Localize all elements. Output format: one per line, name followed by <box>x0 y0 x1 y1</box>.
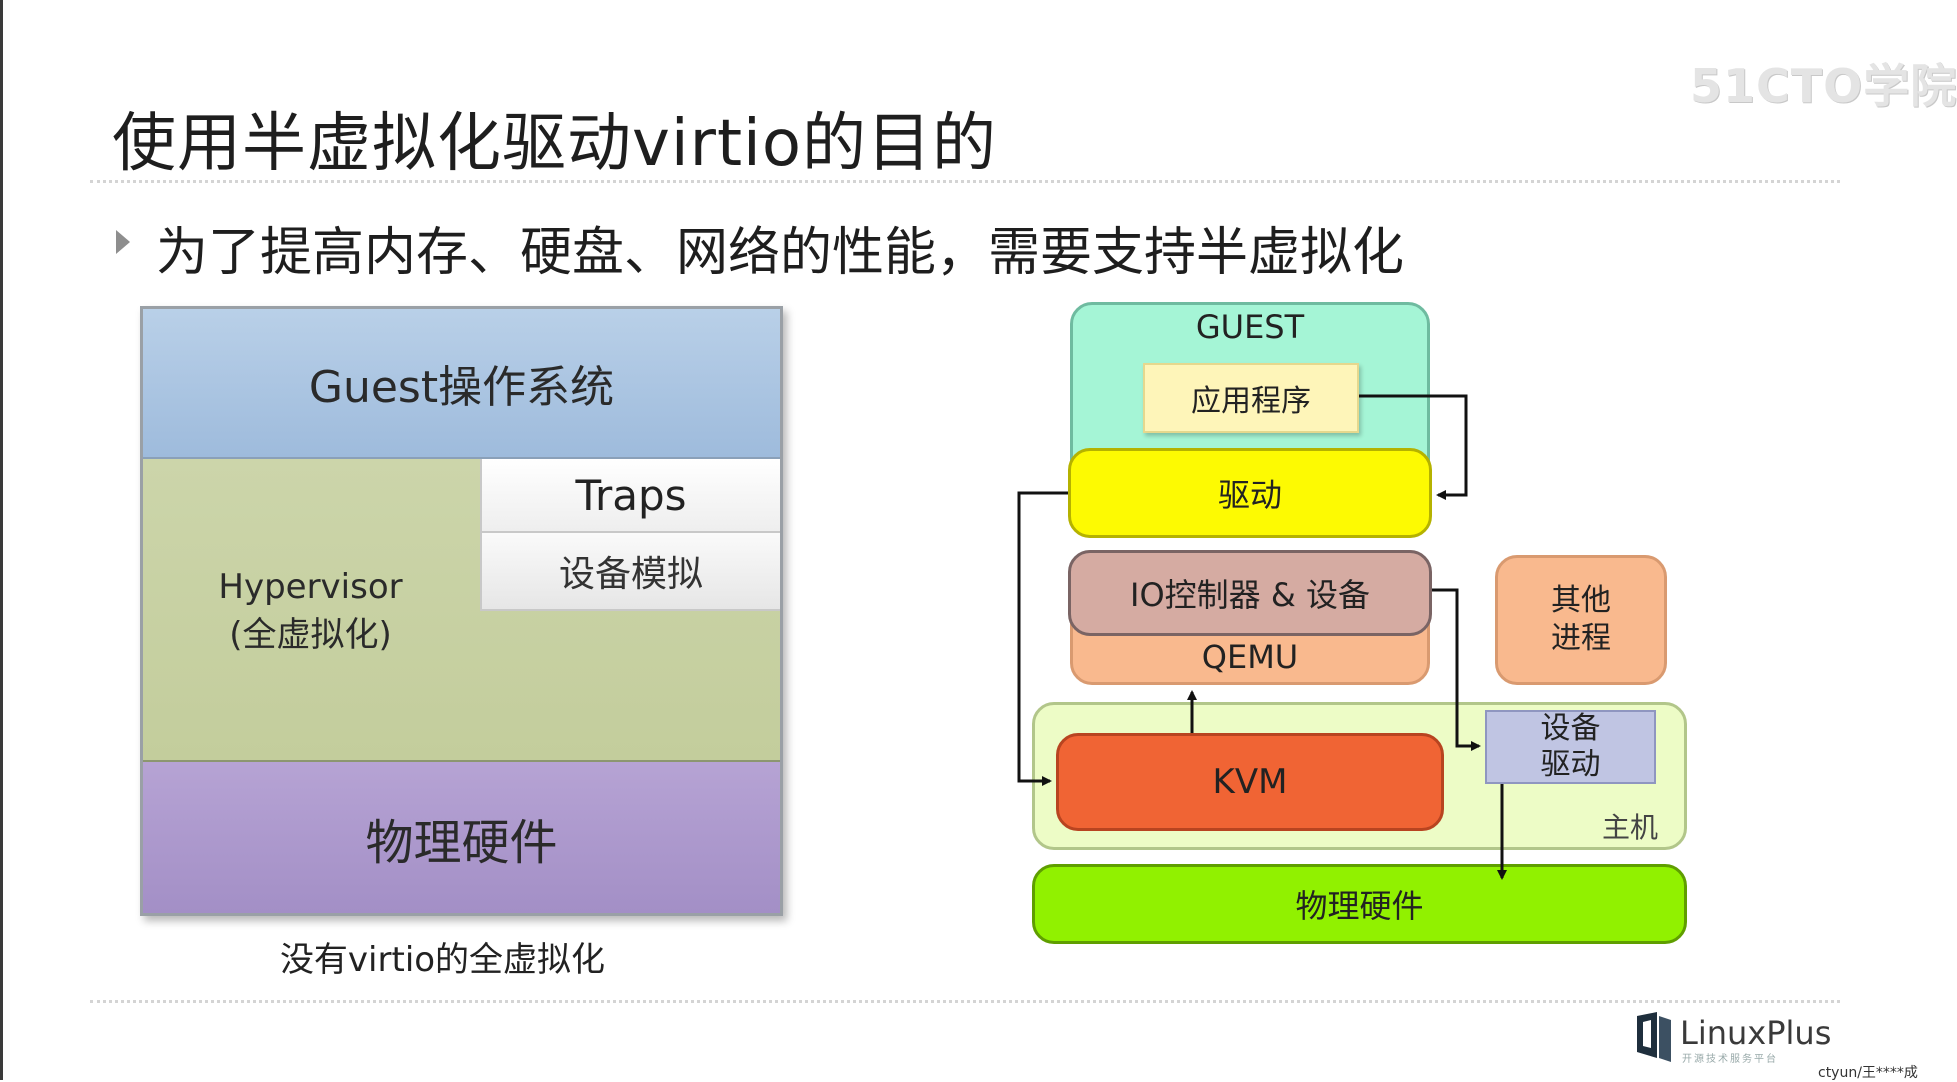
hardware-layer: 物理硬件 <box>143 762 780 913</box>
slide-left-border <box>0 0 3 1080</box>
full-virtualization-diagram: Guest操作系统 Hypervisor (全虚拟化) Traps 设备模拟 物… <box>140 306 783 916</box>
guest-os-layer: Guest操作系统 <box>143 309 780 459</box>
left-diagram-caption: 没有virtio的全虚拟化 <box>279 940 606 980</box>
bullet-arrow-icon <box>116 230 130 254</box>
bullet-text: 为了提高内存、硬盘、网络的性能，需要支持半虚拟化 <box>156 223 1405 283</box>
device-driver-line1: 设备 <box>1540 711 1601 746</box>
linuxplus-logo-subtext: 开源技术服务平台 <box>1682 1054 1778 1065</box>
user-watermark: ctyun/王****成 <box>1818 1065 1918 1081</box>
footer-divider <box>90 1000 1840 1003</box>
qemu-label: QEMU <box>1201 638 1299 676</box>
slide-title: 使用半虚拟化驱动virtio的目的 <box>112 107 997 181</box>
device-driver-box: 设备 驱动 <box>1485 710 1656 784</box>
io-controller-box: IO控制器 & 设备 <box>1068 550 1432 636</box>
linuxplus-logo-icon <box>1637 1012 1671 1062</box>
linuxplus-logo-text: LinuxPlus <box>1680 1014 1832 1052</box>
hypervisor-label: Hypervisor (全虚拟化) <box>143 459 478 762</box>
hypervisor-label-line1: Hypervisor <box>218 566 403 607</box>
host-label: 主机 <box>1601 811 1658 844</box>
title-divider <box>90 180 1840 183</box>
other-processes-line1: 其他 <box>1551 583 1611 618</box>
other-processes-line2: 进程 <box>1551 621 1611 656</box>
device-driver-line2: 驱动 <box>1540 747 1601 782</box>
driver-box: 驱动 <box>1068 448 1432 538</box>
traps-box: Traps <box>480 459 780 533</box>
hypervisor-label-line2: (全虚拟化) <box>229 614 392 655</box>
application-box: 应用程序 <box>1143 363 1359 433</box>
kvm-box: KVM <box>1056 733 1444 831</box>
physical-hardware-box: 物理硬件 <box>1032 864 1687 944</box>
guest-label: GUEST <box>1195 308 1305 346</box>
other-processes-box: 其他 进程 <box>1495 555 1667 685</box>
device-emulation-box: 设备模拟 <box>480 533 780 611</box>
watermark-logo: 51CTO学院 <box>1690 59 1957 113</box>
hypervisor-layer: Hypervisor (全虚拟化) Traps 设备模拟 <box>143 459 780 762</box>
